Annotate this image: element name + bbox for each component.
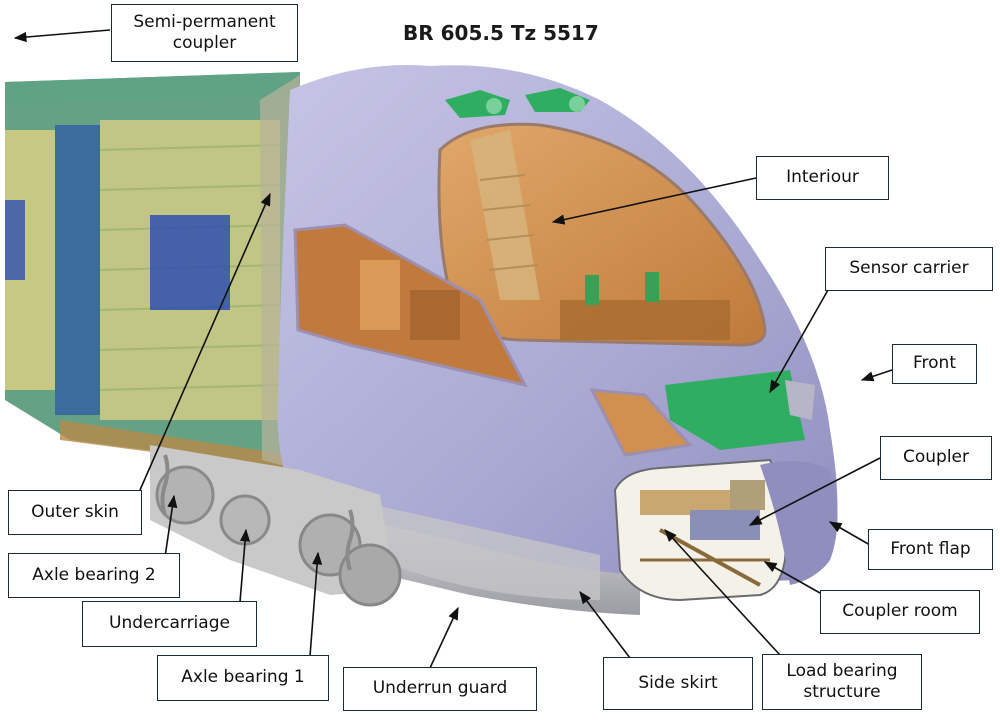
bogie-undercarriage [150, 445, 402, 607]
side-window [293, 223, 528, 388]
label-front-flap: Front flap [868, 529, 993, 570]
label-axle-bearing-1: Axle bearing 1 [157, 655, 329, 701]
callout-arrows [13, 29, 893, 669]
label-front: Front [892, 344, 977, 384]
interior-cabin [437, 122, 767, 347]
front-flap-part [760, 461, 838, 585]
roof-sensors [445, 88, 590, 118]
label-coupler: Coupler [880, 436, 992, 480]
label-interiour: Interiour [756, 156, 889, 200]
label-sensor-carrier: Sensor carrier [825, 247, 993, 291]
label-axle-bearing-2: Axle bearing 2 [8, 553, 180, 598]
label-undercarriage: Undercarriage [82, 601, 257, 647]
label-side-skirt: Side skirt [603, 657, 753, 710]
coupler-room-part [613, 458, 787, 602]
label-load-bearing-structure: Load bearing structure [762, 654, 922, 710]
car-body [5, 72, 300, 470]
label-underrun-guard: Underrun guard [343, 667, 537, 711]
label-coupler-room: Coupler room [820, 590, 980, 634]
label-outer-skin: Outer skin [8, 490, 142, 535]
label-semi-permanent-coupler: Semi-permanent coupler [111, 4, 298, 62]
diagram-title: BR 605.5 Tz 5517 [403, 21, 599, 45]
